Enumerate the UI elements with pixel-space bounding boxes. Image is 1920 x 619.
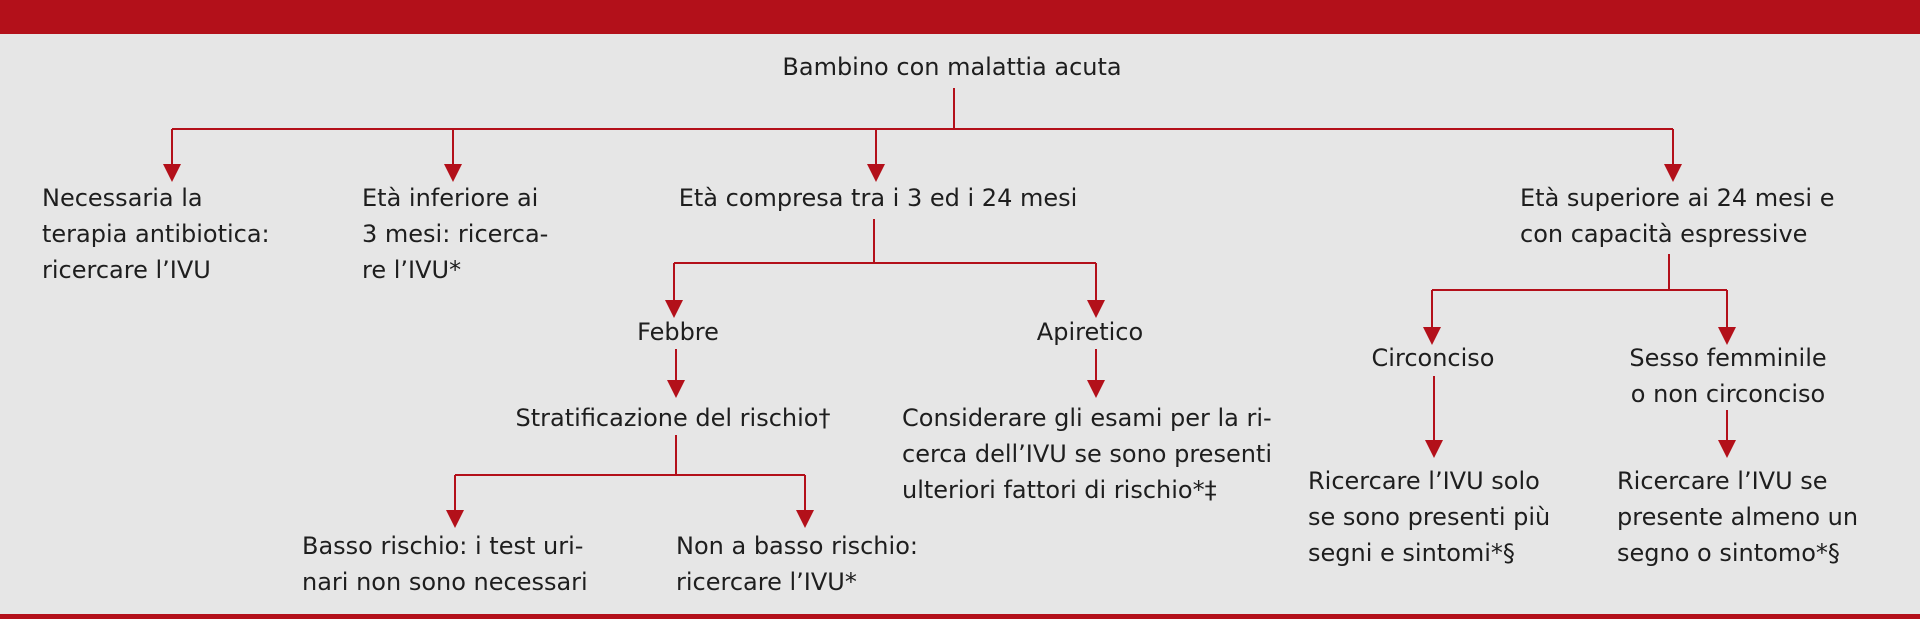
arrow-under3 xyxy=(444,164,462,182)
arrow-afebrile xyxy=(1087,300,1105,318)
node-age3to24: Età compresa tra i 3 ed i 24 mesi xyxy=(678,184,1078,212)
node-female: Sesso femminile o non circonciso xyxy=(1629,344,1827,408)
node-fever: Febbre xyxy=(637,318,719,346)
node-root: Bambino con malattia acuta xyxy=(782,53,1122,81)
arrow-risk xyxy=(667,380,685,398)
node-consider: Considerare gli esami per la ri- cerca d… xyxy=(902,404,1272,504)
connector-risk-branch xyxy=(454,435,806,512)
node-risk: Stratificazione del rischio† xyxy=(515,404,831,432)
node-lowrisk: Basso rischio: i test uri- nari non sono… xyxy=(302,532,588,596)
node-notlow: Non a basso rischio: ricercare l’IVU* xyxy=(676,532,918,596)
arrow-antibiotic xyxy=(163,164,181,182)
node-female-action: Ricercare l’IVU se presente almeno un se… xyxy=(1617,467,1859,567)
arrow-age3to24 xyxy=(867,164,885,182)
arrow-lowrisk xyxy=(446,510,464,528)
arrow-female-action xyxy=(1718,440,1736,458)
node-circumcised: Circonciso xyxy=(1371,344,1495,372)
bottom-rule xyxy=(0,614,1920,619)
node-antibiotic: Necessaria la terapia antibiotica: ricer… xyxy=(42,184,270,284)
arrow-consider xyxy=(1087,380,1105,398)
arrow-circ-action xyxy=(1425,440,1443,458)
connector-age-branch xyxy=(673,219,1097,302)
arrow-circumcised xyxy=(1423,327,1441,345)
arrow-fever xyxy=(665,300,683,318)
top-bar xyxy=(0,0,1920,34)
node-circ-action: Ricercare l’IVU solo se sono presenti pi… xyxy=(1308,467,1551,567)
connector-over24-branch xyxy=(1431,254,1728,329)
node-afebrile: Apiretico xyxy=(1036,318,1144,346)
arrow-female xyxy=(1718,327,1736,345)
arrow-over24 xyxy=(1664,164,1682,182)
arrow-notlow xyxy=(796,510,814,528)
node-under3: Età inferiore ai 3 mesi: ricerca- re l’I… xyxy=(362,184,549,284)
node-over24: Età superiore ai 24 mesi e con capacità … xyxy=(1520,184,1835,248)
